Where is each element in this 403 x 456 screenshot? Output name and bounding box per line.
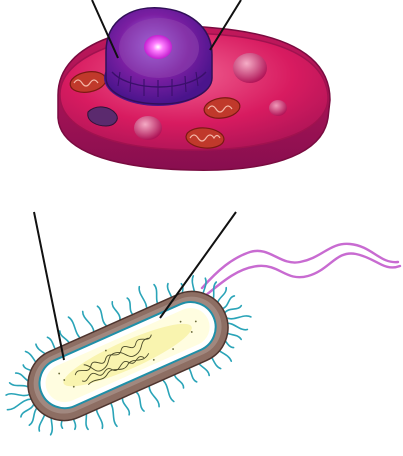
pilus: [83, 311, 94, 332]
nucleus: [104, 8, 212, 106]
vesicle: [233, 53, 267, 83]
pilus: [6, 394, 30, 396]
pilus: [112, 302, 120, 320]
pilus: [127, 298, 133, 315]
pilus: [136, 392, 144, 411]
nucleolus: [144, 35, 172, 59]
pilus: [21, 403, 34, 417]
pilus: [97, 306, 106, 326]
vesicle: [134, 116, 162, 140]
pilus: [149, 386, 159, 407]
pilus: [222, 296, 235, 309]
pilus: [122, 397, 129, 415]
pilus: [7, 399, 31, 410]
animal-cell: [58, 0, 330, 170]
pilus: [225, 306, 242, 313]
pilus: [139, 287, 147, 311]
bacterial-cell: [6, 212, 400, 435]
pilus: [162, 379, 174, 401]
pilus: [226, 316, 251, 319]
flagellum: [202, 244, 400, 296]
vesicle: [269, 100, 287, 116]
pilus: [109, 401, 117, 426]
pilus: [68, 317, 81, 339]
